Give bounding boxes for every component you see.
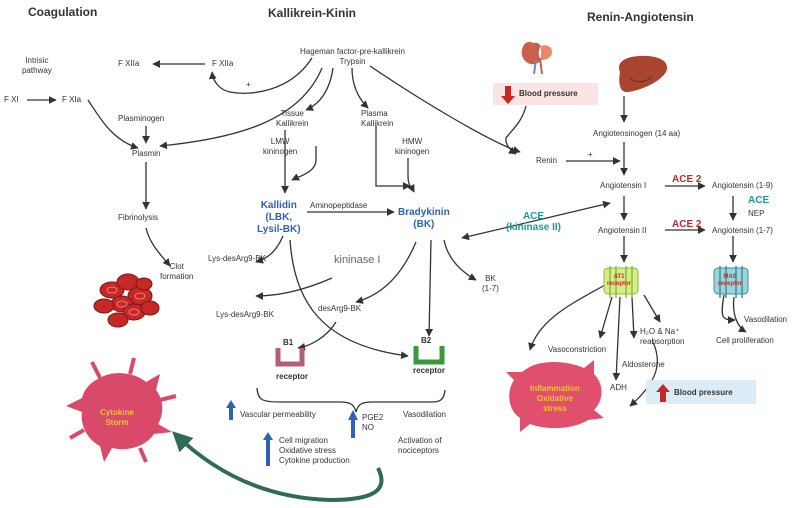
fibrinolysis-label: Fibrinolysis — [118, 213, 159, 222]
mas-receptor-icon — [713, 266, 749, 298]
at1-receptor-label: AT1 receptor — [607, 274, 632, 287]
bradykinin-label: Bradykinin (BK) — [398, 207, 450, 230]
blood-pressure-down-label: Blood pressure — [519, 89, 578, 98]
liver-icon — [619, 55, 668, 93]
kallikrein-kinin-header: Kallikrein-Kinin — [268, 6, 357, 20]
pge2-no-label: PGE2 NO — [362, 413, 384, 432]
b2-label: B2 — [421, 336, 432, 345]
down-arrow-icon — [501, 86, 515, 104]
tissue-kallikrein-label: Tissue Kallikrein — [276, 109, 309, 128]
cell-proliferation-label: Cell proliferation — [716, 336, 774, 345]
fxi-label: F XI — [4, 95, 19, 104]
intrinsic-pathway-label: Intrisic pathway — [22, 56, 52, 75]
b2-receptor-icon — [413, 346, 445, 365]
at1-receptor-icon — [603, 266, 639, 298]
h2o-na-reabsorption-label: H₂O & Na⁺ reabsorption — [640, 327, 685, 346]
nep-label: NEP — [748, 209, 765, 218]
renin-angiotensin-header: Renin-Angiotensin — [587, 10, 694, 24]
kininase-label: kininase I — [334, 254, 381, 266]
vasoconstriction-label: Vasoconstriction — [548, 345, 607, 354]
cell-effects-label: Cell migration Oxidative stress Cytokine… — [279, 436, 350, 465]
clot-formation-label: Clot formation — [160, 262, 194, 281]
hageman-factor-label: Hageman factor-pre-kallikrein Trypsin — [300, 47, 405, 66]
lmw-kininogen-label: LMW kininogen — [263, 137, 298, 156]
nociceptors-label: Activation of nociceptors — [398, 436, 442, 455]
lys-desarg-label-top: Lys-desArg9-BK — [208, 254, 266, 263]
angiotensin-1-9-label: Angiotensin (1-9) — [712, 181, 773, 190]
plasma-kallikrein-label: Plasma Kallikrein — [361, 109, 394, 128]
b1-receptor-label: receptor — [276, 372, 309, 381]
inflammation-label: Inflammation Oxidative stress — [530, 384, 580, 413]
plasmin-label: Plasmin — [132, 149, 161, 158]
bk-1-7-label: BK (1-7) — [482, 274, 499, 293]
b1-label: B1 — [283, 338, 294, 347]
fxiia-label-right: F XIIa — [212, 59, 234, 68]
renin-label: Renin — [536, 156, 557, 165]
vasodilation-label-ras: Vasodilation — [744, 315, 787, 324]
vascular-permeability-label: Vascular permeability — [240, 410, 316, 419]
cytokine-storm-label: Cytokine Storm — [100, 408, 134, 427]
lys-desarg-label-bottom: Lys-desArg9-BK — [216, 310, 274, 319]
mas-receptor-label: MAS receptor — [718, 274, 743, 287]
ace2-label-top: ACE 2 — [672, 174, 702, 185]
b2-receptor-label: receptor — [413, 366, 446, 375]
hmw-kininogen-label: HMW kininogen — [395, 137, 430, 156]
fxia-label: F XIa — [62, 95, 82, 104]
blood-clot-image — [93, 273, 160, 328]
blood-pressure-up-label: Blood pressure — [674, 388, 733, 397]
adh-label: ADH — [610, 383, 627, 392]
angiotensin-ii-label: Angiotensin II — [598, 226, 647, 235]
coagulation-header: Coagulation — [28, 5, 98, 19]
vasodilation-label-kinin: Vasodilation — [403, 410, 446, 419]
up-arrow-icon — [656, 384, 670, 402]
fxiia-label-left: F XIIa — [118, 59, 140, 68]
cytokine-storm-cell — [66, 357, 177, 463]
plasminogen-label: Plasminogen — [118, 114, 165, 123]
renin-plus-sign: + — [588, 150, 593, 159]
increase-arrow-icons — [226, 400, 358, 466]
kallidin-label: Kallidin (LBK, Lysil-BK) — [257, 200, 301, 235]
b1-receptor-icon — [275, 348, 305, 367]
aminopeptidase-label: Aminopeptidase — [310, 201, 368, 210]
coag-plus-sign: + — [246, 80, 251, 89]
angiotensin-i-label: Angiotensin I — [600, 181, 647, 190]
aldosterone-label: Aldosterone — [622, 360, 665, 369]
angiotensin-1-7-label: Angiotensin (1-7) — [712, 226, 773, 235]
ace-teal-label: ACE — [748, 195, 770, 206]
kidney-icon — [521, 41, 552, 75]
inflammation-cell — [506, 360, 604, 432]
ace2-label-bottom: ACE 2 — [672, 219, 702, 230]
desarg-label: desArg9-BK — [318, 304, 362, 313]
angiotensinogen-label: Angiotensinogen (14 aa) — [593, 129, 681, 138]
ace-kininase-label: ACE (kininase II) — [506, 211, 562, 233]
